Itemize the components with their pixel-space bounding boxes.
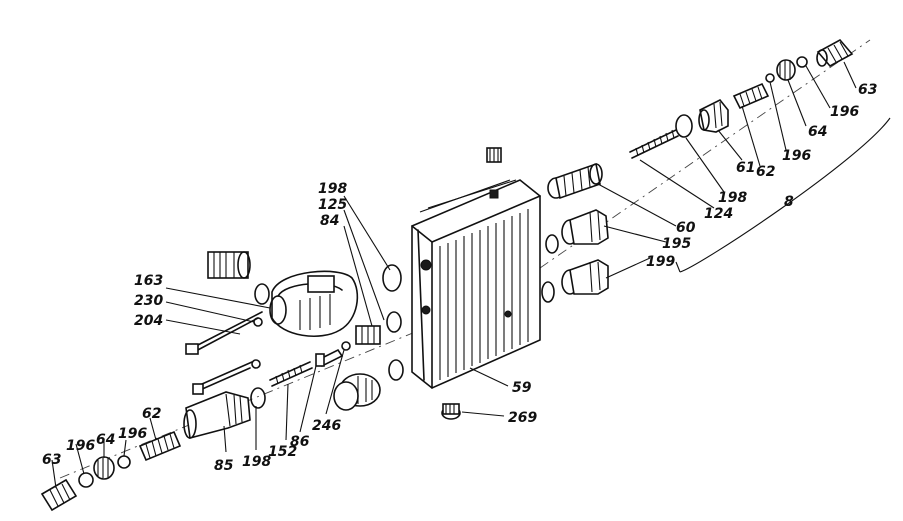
cap-63-left [40, 478, 78, 512]
label-84: 84 [320, 213, 339, 229]
label-63-left: 63 [42, 452, 61, 468]
o-ring-right-lower [541, 281, 555, 303]
label-163: 163 [134, 273, 163, 289]
fitting-right-lower [561, 259, 609, 295]
o-ring-199 [545, 234, 559, 254]
label-195: 195 [662, 236, 691, 252]
spring-124 [629, 129, 679, 159]
label-61: 61 [736, 160, 755, 176]
label-62-left: 62 [142, 406, 161, 422]
connector-top-left [207, 251, 251, 279]
valve-86 [315, 348, 344, 368]
washer-196-right-a [765, 73, 775, 83]
label-196-left-b: 196 [118, 426, 147, 442]
cap-63-right [816, 38, 854, 68]
leader-lines [51, 61, 857, 489]
label-59: 59 [512, 380, 532, 396]
label-198-right: 198 [718, 190, 747, 206]
bolt-204 [185, 311, 263, 355]
nut-64-right [776, 59, 796, 81]
part-labels: 198 125 84 163 230 204 62 196 64 196 63 … [42, 82, 877, 474]
fitting-61 [698, 98, 729, 133]
nut-64-left [93, 456, 115, 480]
label-152: 152 [268, 444, 297, 460]
label-85: 85 [214, 458, 234, 474]
label-64-right: 64 [808, 124, 827, 140]
spring-152 [269, 361, 313, 387]
label-8: 8 [784, 194, 794, 210]
solenoid-housing [269, 270, 359, 337]
group-bracket-8 [679, 117, 891, 273]
label-62-right: 62 [756, 164, 775, 180]
label-199: 199 [646, 254, 675, 270]
fitting-85 [183, 391, 251, 440]
fitting-195 [561, 209, 609, 245]
label-63-right: 63 [858, 82, 877, 98]
fitting-60 [547, 162, 603, 200]
label-204: 204 [134, 313, 163, 329]
label-269: 269 [508, 410, 537, 426]
label-196-right-b: 196 [830, 104, 859, 120]
washer-196-left-b [117, 455, 131, 469]
bolt-lower [192, 359, 261, 395]
label-86: 86 [290, 434, 310, 450]
label-198-lower: 198 [242, 454, 271, 470]
o-ring-body-left [388, 359, 404, 381]
washer-196-left-a [78, 472, 94, 488]
plug-269 [441, 403, 461, 420]
washer-196-right-b [796, 56, 808, 68]
o-ring-125 [386, 311, 402, 333]
top-plug [486, 147, 502, 163]
spring-62-left [138, 430, 182, 462]
label-196-left-a: 196 [66, 438, 95, 454]
o-ring-left-top [254, 283, 270, 305]
fitting-center-lower [333, 373, 381, 411]
label-60: 60 [676, 220, 696, 236]
o-ring-198-lower [250, 387, 266, 409]
label-124: 124 [704, 206, 733, 222]
o-ring-198-right [675, 114, 693, 138]
valve-body-59 [411, 179, 541, 389]
spring-62-right [732, 82, 770, 110]
ball-246 [341, 341, 351, 351]
label-196-right-a: 196 [782, 148, 811, 164]
label-125: 125 [318, 197, 347, 213]
center-axis-left [59, 329, 421, 479]
label-230: 230 [134, 293, 163, 309]
fitting-84 [355, 325, 381, 345]
label-246: 246 [312, 418, 341, 434]
label-64-left: 64 [96, 432, 115, 448]
label-198-top: 198 [318, 181, 347, 197]
o-ring-198-top [382, 264, 402, 292]
